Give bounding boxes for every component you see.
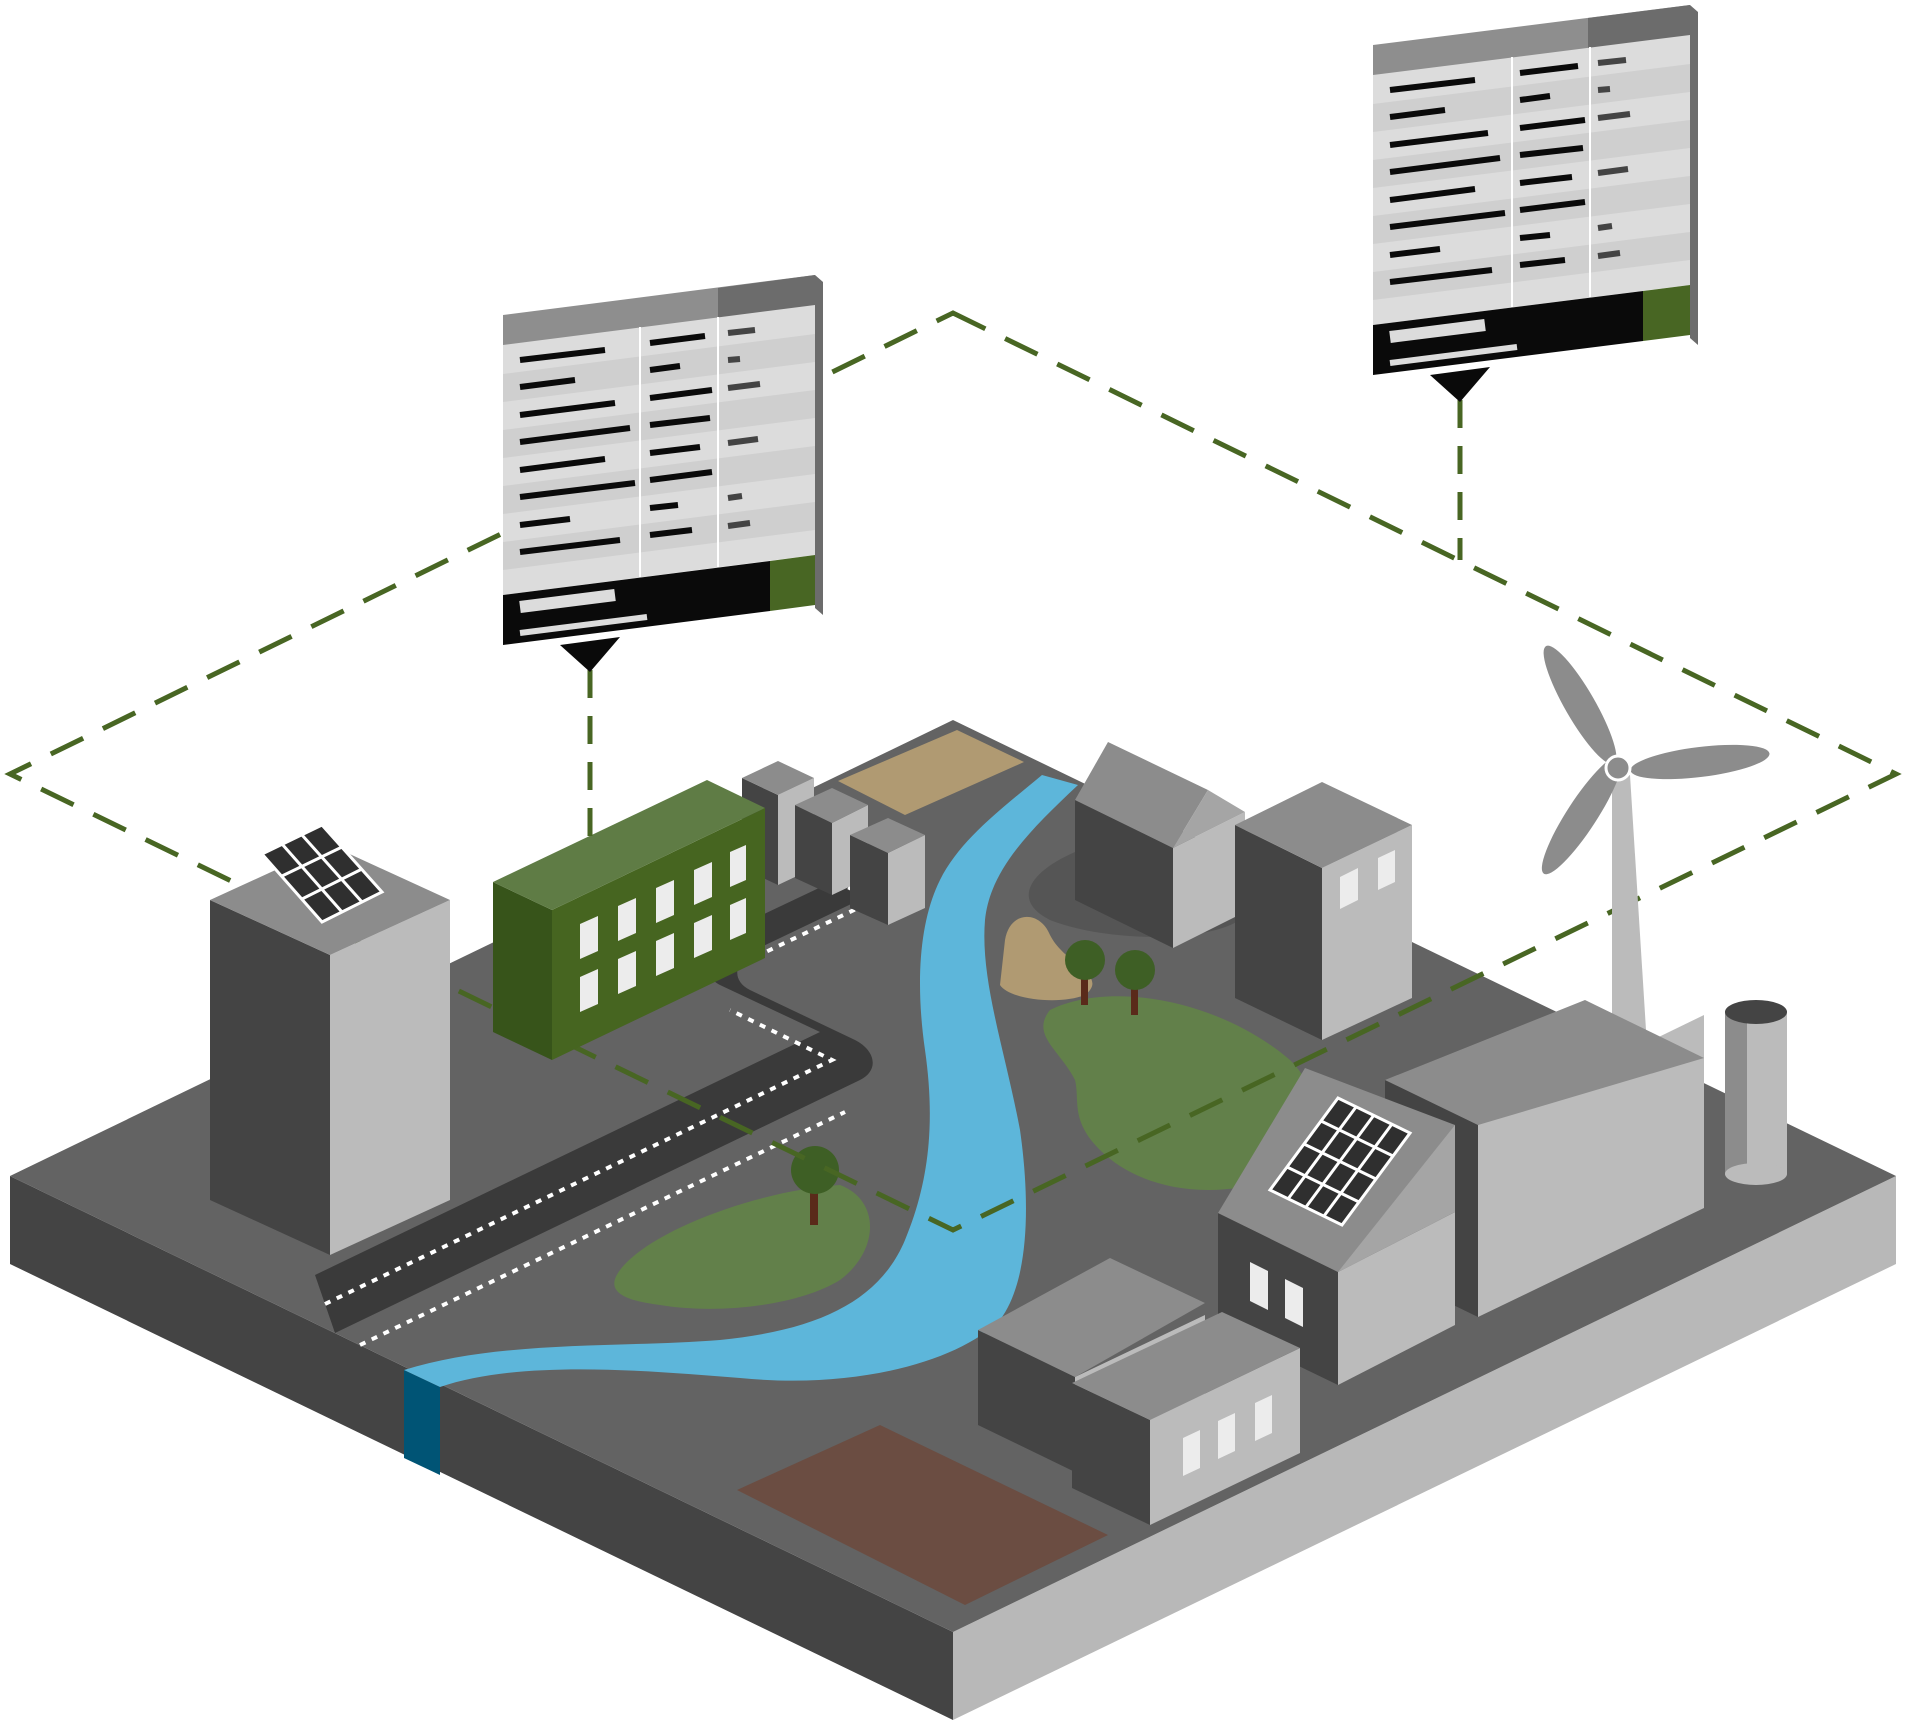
small-block-3: [850, 818, 925, 925]
solar-panel-icon: [259, 823, 385, 924]
ground-right-side: [953, 1176, 1896, 1720]
window: [1378, 850, 1395, 890]
silo: [1725, 1000, 1787, 1185]
left-data-panel: [503, 275, 823, 672]
panel-text-bars: [1389, 63, 1586, 285]
grass-patch-left: [614, 1185, 870, 1309]
green-office-building: [493, 780, 765, 1060]
river: [404, 775, 1078, 1387]
beige-lot: [838, 730, 1024, 815]
panel-accent: [1643, 285, 1690, 341]
footer-bar: [1389, 344, 1518, 366]
window: [1218, 1413, 1235, 1459]
panel-column-dividers: [639, 317, 719, 577]
office-windows: [580, 845, 746, 1012]
footer-bar: [519, 589, 616, 613]
front-low-block-b: [1072, 1312, 1300, 1525]
window: [1255, 1395, 1272, 1441]
river-edge: [404, 1370, 440, 1475]
soil-field: [737, 1425, 1108, 1605]
panel-column-dividers: [1511, 47, 1591, 307]
sand-patch: [1000, 916, 1093, 1001]
footer-bar: [519, 614, 648, 636]
mid-building: [1235, 782, 1412, 1040]
panel-text-bars-grey: [1597, 57, 1631, 259]
footer-bar: [1389, 319, 1486, 343]
grass-patch-center: [1043, 996, 1315, 1190]
window: [1250, 1262, 1268, 1310]
solar-panel-icon: [1267, 1096, 1413, 1227]
panel-pointer: [560, 637, 620, 672]
tall-left-tower: [210, 823, 450, 1255]
tree-icon: [1065, 940, 1105, 1005]
dashed-zone-boundary-icon: [4, 310, 1902, 1233]
wind-turbine-icon: [1541, 645, 1770, 1030]
gabled-solar-house: [1218, 1068, 1455, 1385]
panel-pointer: [1430, 367, 1490, 402]
panel-accent: [770, 555, 815, 611]
panel-text-bars: [519, 333, 713, 555]
tree-icon: [1115, 950, 1155, 1015]
window: [1340, 868, 1358, 909]
right-data-panel: [1373, 5, 1698, 402]
pitched-house: [1075, 742, 1245, 948]
window: [1183, 1430, 1200, 1476]
panel-text-bars-grey: [727, 327, 761, 529]
panel-depth: [1690, 5, 1698, 345]
panel-depth: [815, 275, 823, 615]
window: [1285, 1279, 1303, 1327]
ground-left-side: [10, 1176, 953, 1720]
